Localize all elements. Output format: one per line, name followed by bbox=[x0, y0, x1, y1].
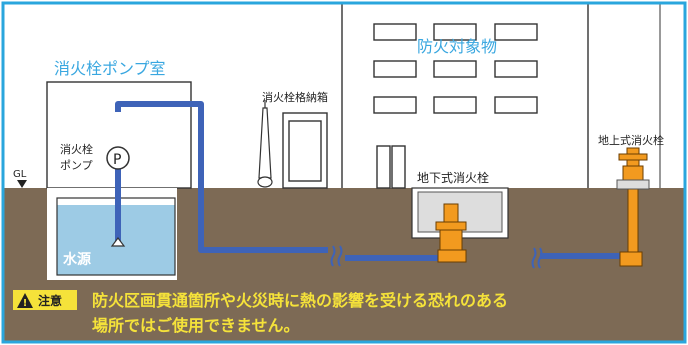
building-label: 防火対象物 bbox=[417, 37, 497, 56]
aboveground-hydrant bbox=[618, 147, 648, 267]
warning-text-line2: 場所ではご使用できません。 bbox=[92, 316, 300, 335]
underground-hydrant bbox=[435, 203, 467, 263]
hydrant-base-plate bbox=[616, 179, 650, 190]
pump-label-line2: ポンプ bbox=[60, 159, 93, 172]
underground-hydrant-label: 地下式消火栓 bbox=[417, 170, 489, 185]
water-source-label: 水源 bbox=[63, 251, 91, 268]
warning-icon bbox=[17, 293, 33, 308]
gl-marker bbox=[17, 180, 27, 188]
warning-badge-label: 注意 bbox=[38, 293, 62, 308]
storage-box bbox=[282, 112, 328, 189]
pump-room-label: 消火栓ポンプ室 bbox=[54, 59, 166, 78]
pipe-break-marks bbox=[330, 245, 543, 269]
pump-symbol-letter: P bbox=[113, 152, 121, 168]
warning-badge: ! 注意 bbox=[13, 290, 77, 310]
building bbox=[341, 2, 589, 189]
gl-label: GL bbox=[13, 169, 27, 180]
underground-pit bbox=[411, 187, 509, 239]
pump-symbol bbox=[106, 146, 130, 170]
aboveground-hydrant-label: 地上式消火栓 bbox=[598, 133, 664, 147]
storage-box-label: 消火栓格納箱 bbox=[262, 90, 328, 104]
indicator-lamp-pole bbox=[257, 100, 273, 188]
svg-text:!: ! bbox=[23, 298, 28, 309]
pipe bbox=[115, 101, 625, 261]
pump-label-line1: 消火栓 bbox=[60, 142, 93, 156]
warning-text-line1: 防火区画貫通箇所や火災時に熱の影響を受ける恐れのある bbox=[92, 291, 508, 310]
foot-valve bbox=[110, 237, 126, 247]
